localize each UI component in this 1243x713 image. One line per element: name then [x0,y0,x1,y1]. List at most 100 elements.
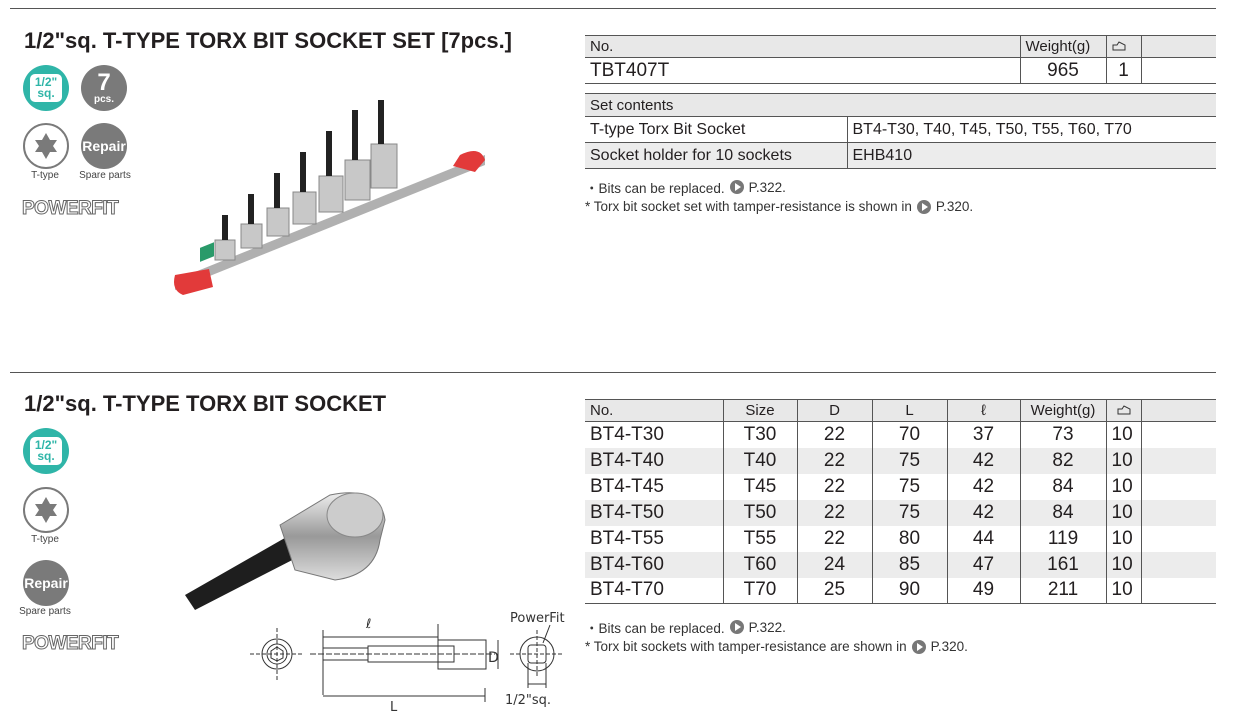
col-no: No. [585,35,1020,58]
col-weight: Weight(g) [1019,399,1106,422]
powerfit-label: PowerFit [510,611,565,626]
bit-socket [240,223,263,249]
badge-text: Repair [24,575,68,591]
cell-size: T50 [722,499,797,526]
empty-cell [1140,473,1216,500]
contents-item: Socket holder for 10 sockets [590,146,792,164]
set-contents-header: Set contents [585,93,1216,117]
torx-icon [23,487,69,533]
torx-bit [300,152,306,192]
cell-L: 70 [871,421,947,448]
set-note-2: * Torx bit socket set with tamper-resist… [585,199,973,214]
spare-parts-caption: Spare parts [19,606,71,617]
badge-text: Repair [82,138,126,154]
torx-bit [326,131,332,176]
contents-item: T-type Torx Bit Socket [590,120,746,138]
cell-weight: 73 [1019,421,1106,448]
drive-size-badge: 1/2"sq. [23,65,69,111]
cell-d: 22 [796,421,872,448]
cell-L: 75 [871,473,947,500]
cell-size: T30 [722,421,797,448]
cell-d: 22 [796,499,872,526]
badge-text: 1/2" [34,75,58,89]
cell-item-number: BT4-T55 [590,527,664,549]
set-title: 1/2"sq. T-TYPE TORX BIT SOCKET SET [7pcs… [24,28,513,53]
page-ref-link[interactable]: P.322. [748,619,786,635]
badge-text: pcs. [93,94,114,105]
cell-l: 42 [946,473,1020,500]
badge-text: sq. [37,86,55,100]
torx-bit [248,194,254,224]
col-size: Size [722,399,797,422]
cell-l: 47 [946,551,1020,578]
cell-qty: 10 [1105,473,1141,500]
cell-d: 22 [796,447,872,474]
dim-L-label: L [390,700,398,713]
empty-cell [1140,499,1216,526]
note-text: ・Bits can be replaced. [585,621,725,636]
cell-weight: 119 [1019,525,1106,552]
cell-d: 24 [796,551,872,578]
cell-l: 44 [946,525,1020,552]
page-ref-arrow-icon [729,180,744,194]
cell-L: 75 [871,499,947,526]
drive-size-badge: 1/2"sq. [23,428,69,474]
cell-size: T70 [722,577,797,604]
set-weight: 965 [1019,57,1106,84]
badge-text: sq. [37,449,55,463]
bit-socket [318,175,344,213]
cell-size: T40 [722,447,797,474]
torx-bit [274,173,280,208]
page-ref-arrow-icon [916,199,931,214]
box-icon [1105,35,1141,58]
cell-L: 75 [871,447,947,474]
dim-l-label: ℓ [365,617,371,632]
cell-qty: 10 [1105,447,1141,474]
note-text: * Torx bit sockets with tamper-resistanc… [585,639,907,654]
set-number: TBT407T [590,59,670,81]
torx-icon [23,123,69,169]
cell-weight: 211 [1019,577,1106,604]
cell-qty: 10 [1105,421,1141,448]
empty-cell [1140,447,1216,474]
section-divider [10,372,1216,373]
cell-qty: 10 [1105,525,1141,552]
cell-item-number: BT4-T30 [590,423,664,445]
cell-size: T45 [722,473,797,500]
cell-qty: 10 [1105,499,1141,526]
cell-weight: 161 [1019,551,1106,578]
cell-l: 42 [946,447,1020,474]
powerfit-logo: POWERFIT [21,633,119,655]
cell-d: 25 [796,577,872,604]
cell-d: 22 [796,473,872,500]
cell-l: 49 [946,577,1020,604]
note-text: ・Bits can be replaced. [585,181,725,196]
page-ref-link[interactable]: P.322. [748,179,786,195]
col-weight: Weight(g) [1019,35,1106,58]
bit-socket [344,159,371,201]
contents-value: EHB410 [846,142,1216,169]
cell-l: 42 [946,499,1020,526]
bit-socket [214,239,236,261]
page-ref-arrow-icon [911,639,926,654]
repair-badge: Repair [23,560,69,606]
cell-item-number: BT4-T70 [590,579,664,601]
page-ref-link[interactable]: P.320. [930,639,968,654]
bit-socket [370,143,398,189]
badge-text: 7 [97,69,111,96]
cell-L: 85 [871,551,947,578]
bit-socket [292,191,317,225]
bit-socket [266,207,290,237]
spare-parts-caption: Spare parts [79,170,131,181]
empty-cell [1140,551,1216,578]
page-ref-link[interactable]: P.320. [935,199,974,214]
col-L: L [871,399,947,422]
